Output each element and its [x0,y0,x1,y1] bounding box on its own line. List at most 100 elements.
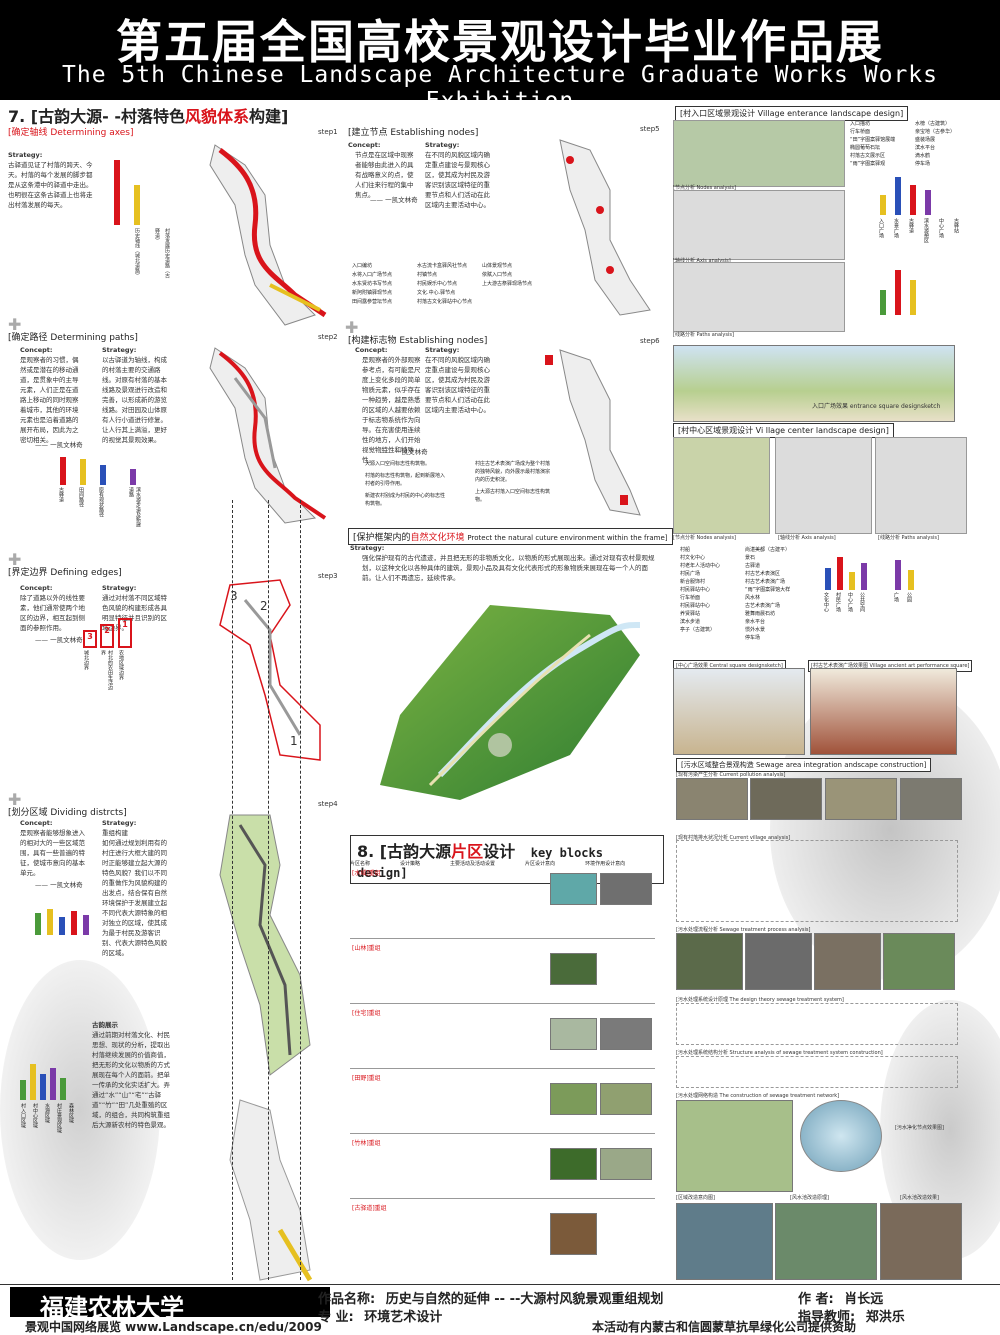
section8-title-b: 设计 [483,842,516,861]
center-bar-labels-b: 广场 公园 [890,592,930,632]
paths-bar [130,469,136,485]
paths-bar-labels: 古驿道 田间路径 原有现状路径 滨水游步道及新建道路 [55,487,175,527]
svg-text:1: 1 [290,734,298,748]
paths-bar-label: 滨水游步道及新建道路 [128,487,141,527]
sewage-title: [污水区域整合景观构造 Sewage area integration ands… [676,758,932,772]
block-name: [田野]重组 [352,1075,381,1082]
landmarks-legend-item: 大源入口空间标志性构筑物。 [365,461,431,467]
table-header: 片区名称 [350,861,371,867]
center-axis-label: [轴线分析 Axis analysis] [778,535,836,541]
entrance-legend-a: 入口描坊 行车桥面 “田”字图案驿馆展端 椭圆葡萄石坛 村落古文展示区 “雨”字… [850,120,905,168]
sewage-r1-label: [区域改造意向图] [676,1195,715,1201]
center-path-label: [线路分析 Paths analysis] [878,535,939,541]
center-bar-chart-b [890,555,930,590]
block-photo [550,953,597,985]
table-header: 主要活动及活动设置 [450,861,496,867]
step6-label: step6 [640,337,660,345]
entrance-bar-label: 水景广场 [893,218,899,238]
table-header: 设计策略 [400,861,421,867]
school-badge [10,1287,330,1317]
author-label: 作 者: [798,1292,834,1307]
axes-bar-label-1: 村落发展历史道路（古驿道） [154,228,170,278]
table-row: [竹林]重组 [350,1133,655,1199]
landmarks-legend-item: 新建农村别成为村民的中心的标志性构筑物。 [365,493,446,507]
section7-title: 7. [古韵大源- -村落特色风貌体系构建] [8,103,288,127]
center-legend-item: 村文化中心 [680,555,706,561]
entrance-bar-label: 入口广场 [878,218,884,238]
entrance-legend-item: 盛装场展 [915,137,936,143]
nodes-concept: 节点是在区域中现察者能够由此进入的具有战略意义的点，使人们往来行程的集中焦点。 [355,151,414,199]
nodes-legend-item: 上大游古祭驿现场节点 [482,281,533,287]
step1-map [209,144,327,326]
entrance-node-label: [节点分析 Nodes analysis] [673,185,736,191]
center-legend-item: 亲水平台 [745,619,766,625]
ancient-title: 古韵展示 [92,1021,118,1029]
districts-label: [划分区域 Dividing distrcts] [8,808,127,818]
entrance-legend-item: 滨水平台 [915,145,936,151]
districts-concept-head: Concept: [20,819,53,827]
section7-title-red: 风貌体系 [184,107,249,126]
plus-icon: ✚ [8,790,22,809]
step2-label: step2 [318,333,338,341]
center-bar [895,560,901,590]
sewage-photo [814,933,881,990]
center-legend-item: 惯外水景 [745,627,766,633]
district-bar-label: 村庄景观区域 [56,1103,62,1133]
axes-bar-1 [114,160,120,225]
paths-bar-label: 古驿道 [58,487,64,502]
entrance-legend-item: 水榜（古建筑） [915,121,951,127]
entrance-axis-map [673,262,845,332]
districts-bar [47,909,53,935]
nodes-legend-item: 依赋入口节点 [482,272,513,278]
ancient-bar [30,1064,36,1100]
center-legend-b: 尚湛美都（古建平） 景石 古驿道 村古艺术表演区 村古艺术表演广场 “雨”字图案… [745,546,815,642]
entrance-legend-item: 亲宝地（古参华） [915,129,956,135]
nodes-concept-head: Concept: [348,141,381,149]
nodes-legend-item: 水将入口广场节点 [352,272,393,278]
nodes-legend-item: 文化.中心.驿节点 [417,290,456,296]
nodes-legend-item: 村民娱乐中心节点 [417,281,458,287]
landmarks-strategy: 在不同的风貌区域内确定重点建设与景观核心区，使其成为村民及游客识别该区域特征的重… [425,356,490,414]
landmarks-strategy-head: Strategy: [425,346,460,354]
protect-label-a: [保护框架内的 [353,533,411,543]
edges-concept: 除了道路以外的线性要素，他们通常使两个地区的边界，相互起到侧面的参照作用。 [20,594,85,632]
edges-strategy: 通过对村落不同区域特色风貌的构建形成各具明显特征并且识别的区域边界。 [102,594,167,632]
author-line: 作 者: 肖长远 [798,1288,883,1307]
center-legend-item: 村古艺术表演区 [745,571,781,577]
center-legend-item: 亭子（古建筑） [680,627,716,633]
guide-line [300,500,301,1280]
entrance-legend-item: “田”字图案驿馆展端 [850,137,896,143]
center-legend-item: 古驿道 [745,563,761,569]
districts-strategy-title: 重组构建 [102,829,128,837]
nodes-legend-item: 水古流卡盒驿风社节点 [417,263,468,269]
section7-number: 7. [8,107,26,126]
major-value: 环境艺术设计 [364,1310,443,1325]
sewage-photo [900,778,962,820]
author-value: 肖长远 [844,1292,884,1307]
nodes-legend-item: 村落古文化驿站中心节点 [417,299,473,305]
sewage-flow-label: [污水处理流程分析 Sewage treatment process analy… [676,927,811,933]
landmarks-legend-item: 村庄古艺术表演广场成为整个村落的独特风貌，向外展示最村落演宗内的历史积淀。 [475,461,551,483]
landmarks-legend-right: 村庄古艺术表演广场成为整个村落的独特风貌，向外展示最村落演宗内的历史积淀。 上大… [475,460,550,504]
ink-splash [0,960,160,1260]
center-legend-a: 村船 村文化中心 村老年人活动中心 村民广场 新合服饰村 村民驿站中心 行车桥面… [680,546,740,634]
site-text: 景观中国网络展览 www.Landscape.cn/edu/2009 [25,1320,322,1334]
sewage-photo [750,778,822,820]
aerial-rendering [380,605,641,800]
table-row: [水域]重组 [350,868,655,939]
paths-bar [80,459,86,485]
table-row: [古驿道]重组 [350,1198,655,1273]
sewage-render [880,1203,962,1280]
paths-concept-head: Concept: [20,346,53,354]
step6-map [545,349,641,516]
entrance-legend-item: 滴水鹤 [915,153,931,159]
nodes-legend-item: 入口编坊 [352,263,373,269]
step3-label: step3 [318,572,338,580]
center-node-label: [节点分析 Nodes analysis] [673,535,736,541]
center-axis-map [775,437,872,534]
sewage-render [775,1203,877,1280]
center-render2 [810,668,957,755]
center-plan [673,437,770,534]
sewage-photo [676,778,748,820]
table-header: 环境作用设计意向 [585,861,626,867]
